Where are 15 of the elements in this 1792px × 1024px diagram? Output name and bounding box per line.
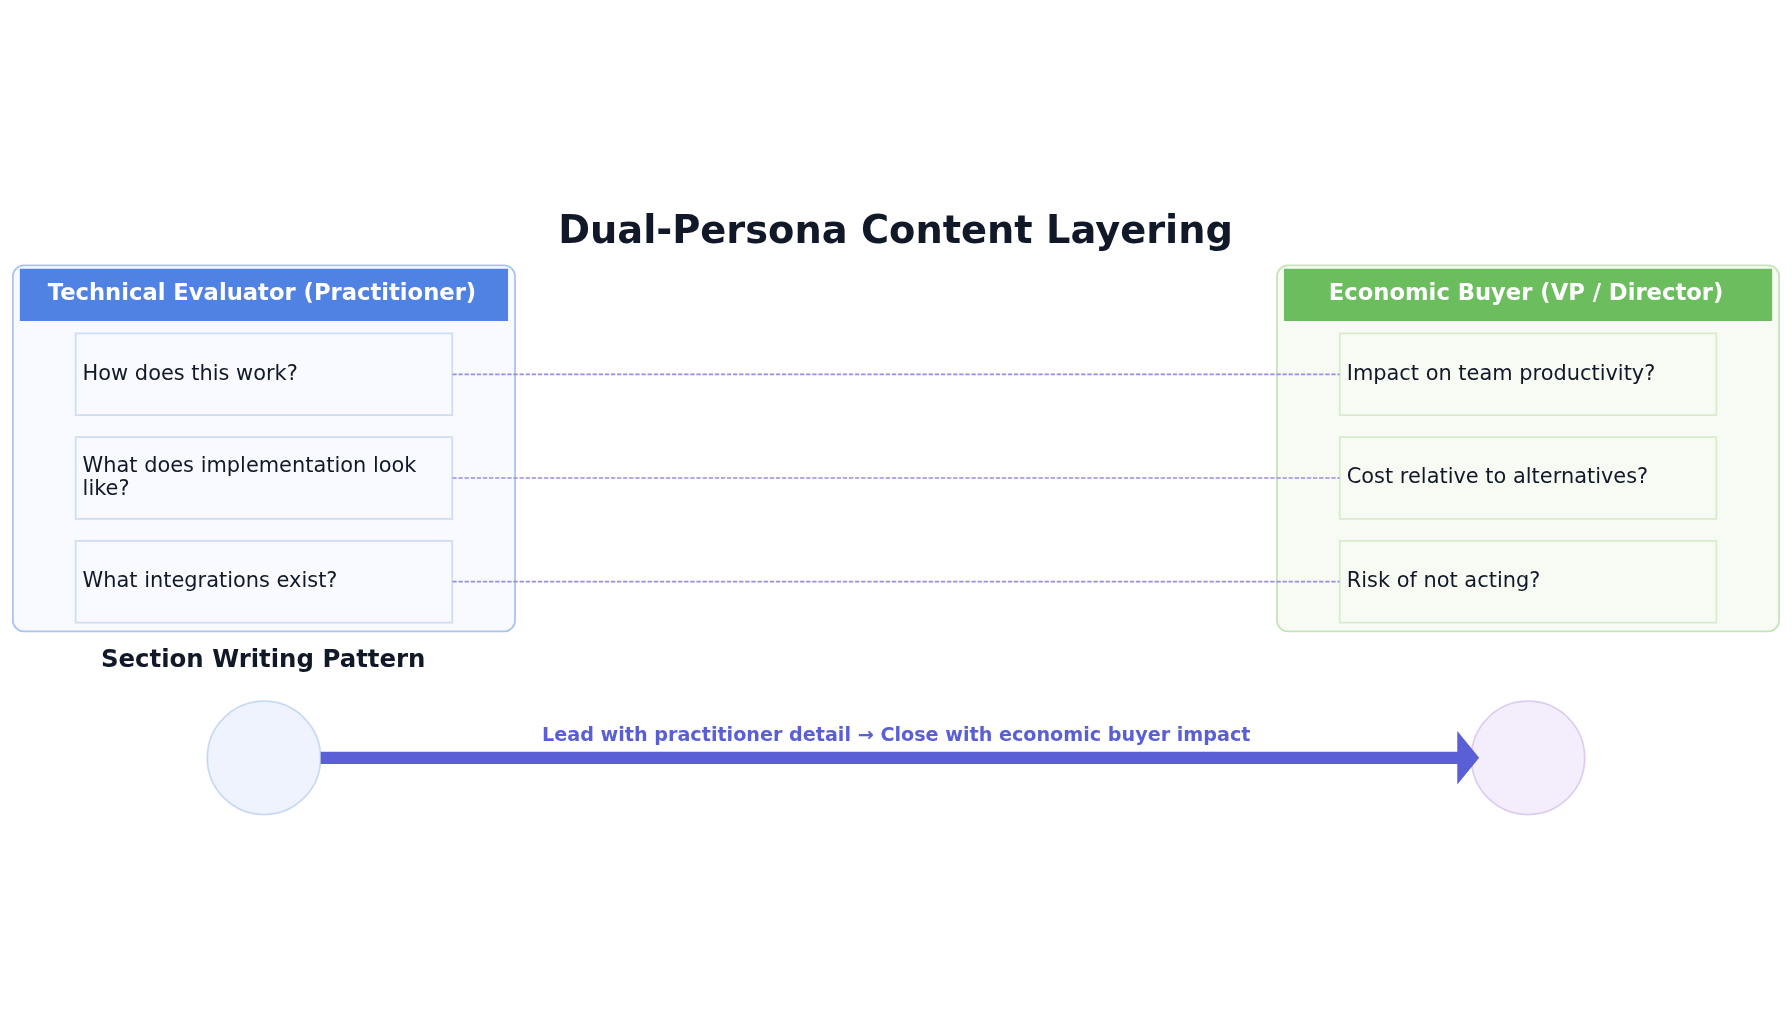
node-circle	[1470, 700, 1586, 816]
label: Section Writing Pattern	[100, 644, 426, 674]
connector	[451, 477, 1341, 479]
node-circle	[206, 700, 322, 816]
diagram-title: Dual-Persona Content Layering	[558, 206, 1233, 252]
node-box: What integrations exist?	[74, 539, 454, 624]
node-box: Impact on team productivity?	[1338, 332, 1718, 417]
node-box: What does implementation look like?	[74, 436, 454, 520]
node-box: Risk of not acting?	[1338, 539, 1718, 624]
node-box: How does this work?	[74, 332, 454, 417]
connector	[451, 580, 1341, 583]
edge-label: Lead with practitioner detail → Close with economic buyer impact	[542, 722, 1251, 746]
arrow	[320, 731, 1480, 785]
node-box: Cost relative to alternatives?	[1338, 436, 1718, 520]
connector	[451, 373, 1341, 376]
